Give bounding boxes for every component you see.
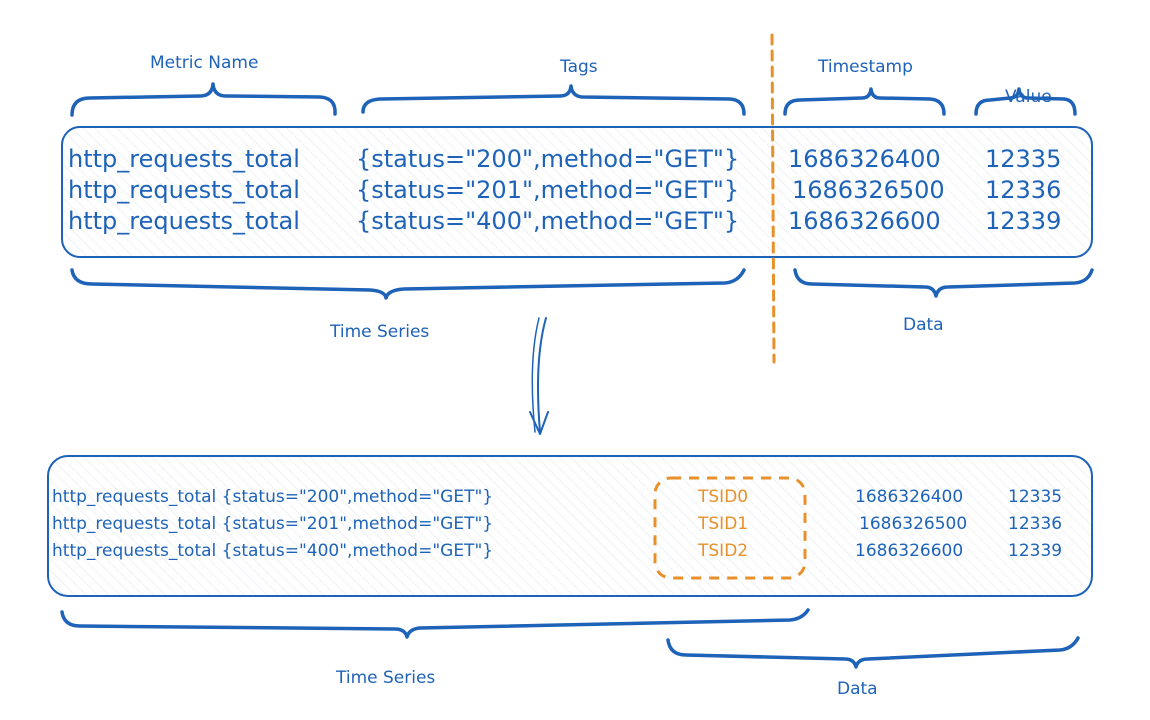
series-key: http_requests_total {status="201",method… xyxy=(52,514,493,534)
data-label: Data xyxy=(903,315,944,335)
metric-name: http_requests_total xyxy=(68,207,300,235)
timestamp: 1686326600 xyxy=(855,541,963,561)
tags: {status="400",method="GET"} xyxy=(356,207,739,235)
time-series-label: Time Series xyxy=(329,322,429,342)
timestamp-label: Timestamp xyxy=(817,57,913,77)
top-series-box xyxy=(61,126,1093,258)
tsid: TSID0 xyxy=(697,487,748,507)
bottom-data-label: Data xyxy=(837,679,878,699)
down-arrow-icon xyxy=(529,317,549,435)
tsid: TSID2 xyxy=(697,541,748,561)
tags: {status="200",method="GET"} xyxy=(356,145,739,173)
bottom-time-series-label: Time Series xyxy=(335,668,435,688)
timestamp: 1686326500 xyxy=(792,176,945,204)
bottom-data-brace xyxy=(666,636,1080,669)
bottom-row-0: http_requests_total {status="200",method… xyxy=(52,487,1062,507)
time-series-brace xyxy=(70,268,746,300)
series-key: http_requests_total {status="400",method… xyxy=(52,541,493,561)
timestamp: 1686326400 xyxy=(788,145,941,173)
metric-name-brace xyxy=(70,82,337,117)
value: 12339 xyxy=(985,207,1061,235)
timestamp-brace xyxy=(783,87,946,116)
value: 12339 xyxy=(1008,541,1062,561)
timestamp: 1686326500 xyxy=(859,514,967,534)
tsid-box xyxy=(653,476,807,580)
dashed-divider xyxy=(770,33,776,364)
metric-name-label: Metric Name xyxy=(150,53,258,73)
top-row-1: http_requests_total {status="201",method… xyxy=(68,176,1061,204)
value: 12335 xyxy=(1008,487,1062,507)
tags-label: Tags xyxy=(559,57,598,77)
metric-name: http_requests_total xyxy=(68,176,300,204)
bottom-row-2: http_requests_total {status="400",method… xyxy=(52,541,1062,561)
top-row-2: http_requests_total {status="400",method… xyxy=(68,207,1061,235)
value: 12335 xyxy=(985,145,1061,173)
bottom-series-box xyxy=(47,455,1093,597)
value: 12336 xyxy=(985,176,1061,204)
tsid: TSID1 xyxy=(697,514,748,534)
value-brace xyxy=(974,87,1077,116)
bottom-time-series-brace xyxy=(60,608,810,639)
timestamp: 1686326400 xyxy=(855,487,963,507)
timestamp: 1686326600 xyxy=(788,207,941,235)
tags: {status="201",method="GET"} xyxy=(356,176,739,204)
metric-name: http_requests_total xyxy=(68,145,300,173)
series-key: http_requests_total {status="200",method… xyxy=(52,487,493,507)
value: 12336 xyxy=(1008,514,1062,534)
bottom-row-1: http_requests_total {status="201",method… xyxy=(52,514,1062,534)
data-brace xyxy=(793,268,1094,298)
top-row-0: http_requests_total {status="200",method… xyxy=(68,145,1061,173)
tags-brace xyxy=(361,84,746,116)
